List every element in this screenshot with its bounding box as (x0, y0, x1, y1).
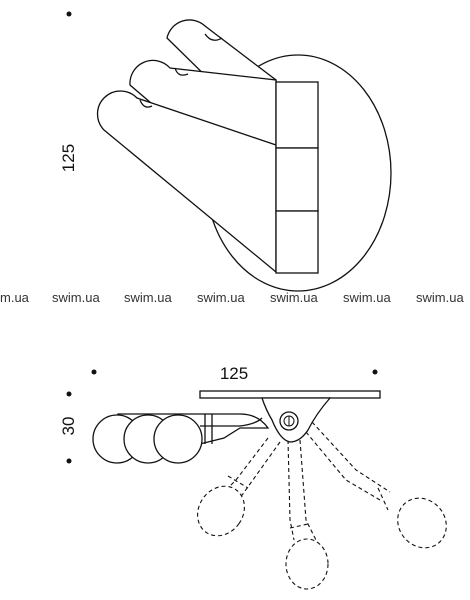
watermark-item: swim.ua (343, 290, 391, 305)
hinge-block-bottom (275, 210, 319, 274)
reference-dot (66, 11, 72, 17)
folded-arm-edge (200, 417, 263, 427)
watermark-item: swim.ua (124, 290, 172, 305)
hook-head-3 (153, 414, 203, 464)
reference-dot (66, 391, 72, 397)
watermark-item: m.ua (0, 290, 30, 305)
swung-arm-middle (285, 439, 329, 590)
depth-dimension-label: 30 (59, 417, 78, 436)
reference-dot (66, 458, 72, 464)
height-dimension-label: 125 (59, 144, 78, 172)
top-view: 125 (59, 11, 392, 292)
watermark-item: swim.ua (197, 290, 245, 305)
watermark-item: swim.ua (416, 290, 464, 305)
width-dimension-label: 125 (220, 364, 248, 383)
mounting-plate (199, 390, 381, 399)
swung-arm-left (197, 437, 281, 537)
hinge-block-top (275, 81, 319, 149)
hook-notch-2 (174, 67, 189, 76)
hinge-block-middle (275, 147, 319, 212)
hook-notch-1 (204, 33, 223, 41)
swung-arm-right (305, 421, 447, 549)
reference-dot (91, 369, 97, 375)
watermark-item: swim.ua (52, 290, 100, 305)
hook-notch-3 (139, 99, 153, 108)
watermark-row: m.ua swim.ua swim.ua swim.ua swim.ua swi… (0, 290, 464, 305)
bottom-view: 125 30 (59, 364, 447, 590)
hook-arm-3 (96, 90, 277, 274)
reference-dot (372, 369, 378, 375)
watermark-item: swim.ua (270, 290, 318, 305)
